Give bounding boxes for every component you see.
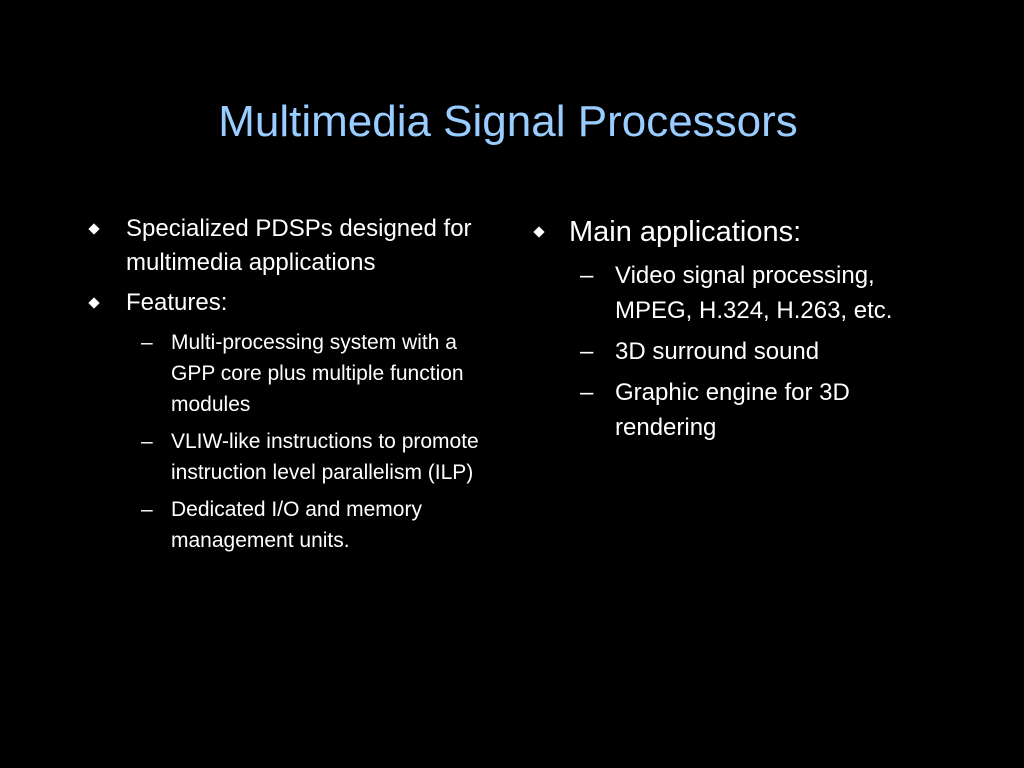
sub-bullet-item: – Dedicated I/O and memory management un… — [141, 494, 488, 556]
dash-bullet-icon: – — [580, 338, 594, 365]
dash-bullet-icon: – — [141, 430, 153, 453]
sub-bullet-item: – Graphic engine for 3D rendering — [580, 375, 933, 445]
sub-list: – Video signal processing, MPEG, H.324, … — [533, 258, 933, 445]
bullet-text: Features: — [126, 289, 228, 316]
diamond-bullet-icon — [88, 223, 100, 235]
dash-bullet-icon: – — [580, 262, 594, 289]
bullet-item: Main applications: — [533, 212, 933, 252]
sub-bullet-text: Graphic engine for 3D rendering — [615, 379, 850, 441]
dash-bullet-icon: – — [580, 379, 594, 406]
bullet-item: Features: — [88, 286, 488, 320]
bullet-text: Main applications: — [569, 216, 802, 248]
sub-bullet-item: – Multi-processing system with a GPP cor… — [141, 327, 488, 420]
sub-bullet-text: 3D surround sound — [615, 338, 820, 365]
bullet-item: Specialized PDSPs designed for multimedi… — [88, 212, 488, 280]
sub-bullet-text: Video signal processing, MPEG, H.324, H.… — [615, 262, 893, 324]
bullet-text: Specialized PDSPs designed for multimedi… — [126, 215, 472, 276]
slide-title: Multimedia Signal Processors — [218, 97, 798, 146]
left-column: Specialized PDSPs designed for multimedi… — [88, 212, 488, 556]
sub-bullet-text: Multi-processing system with a GPP core … — [171, 331, 464, 416]
sub-bullet-text: Dedicated I/O and memory management unit… — [171, 498, 422, 552]
dash-bullet-icon: – — [141, 498, 153, 521]
sub-bullet-text: VLIW-like instructions to promote instru… — [171, 430, 479, 484]
sub-bullet-item: – 3D surround sound — [580, 334, 933, 369]
diamond-bullet-icon — [533, 226, 545, 238]
right-column: Main applications: – Video signal proces… — [533, 212, 933, 445]
sub-bullet-item: – Video signal processing, MPEG, H.324, … — [580, 258, 933, 328]
sub-bullet-item: – VLIW-like instructions to promote inst… — [141, 426, 488, 488]
dash-bullet-icon: – — [141, 331, 153, 354]
sub-list: – Multi-processing system with a GPP cor… — [88, 327, 488, 556]
diamond-bullet-icon — [88, 297, 100, 309]
